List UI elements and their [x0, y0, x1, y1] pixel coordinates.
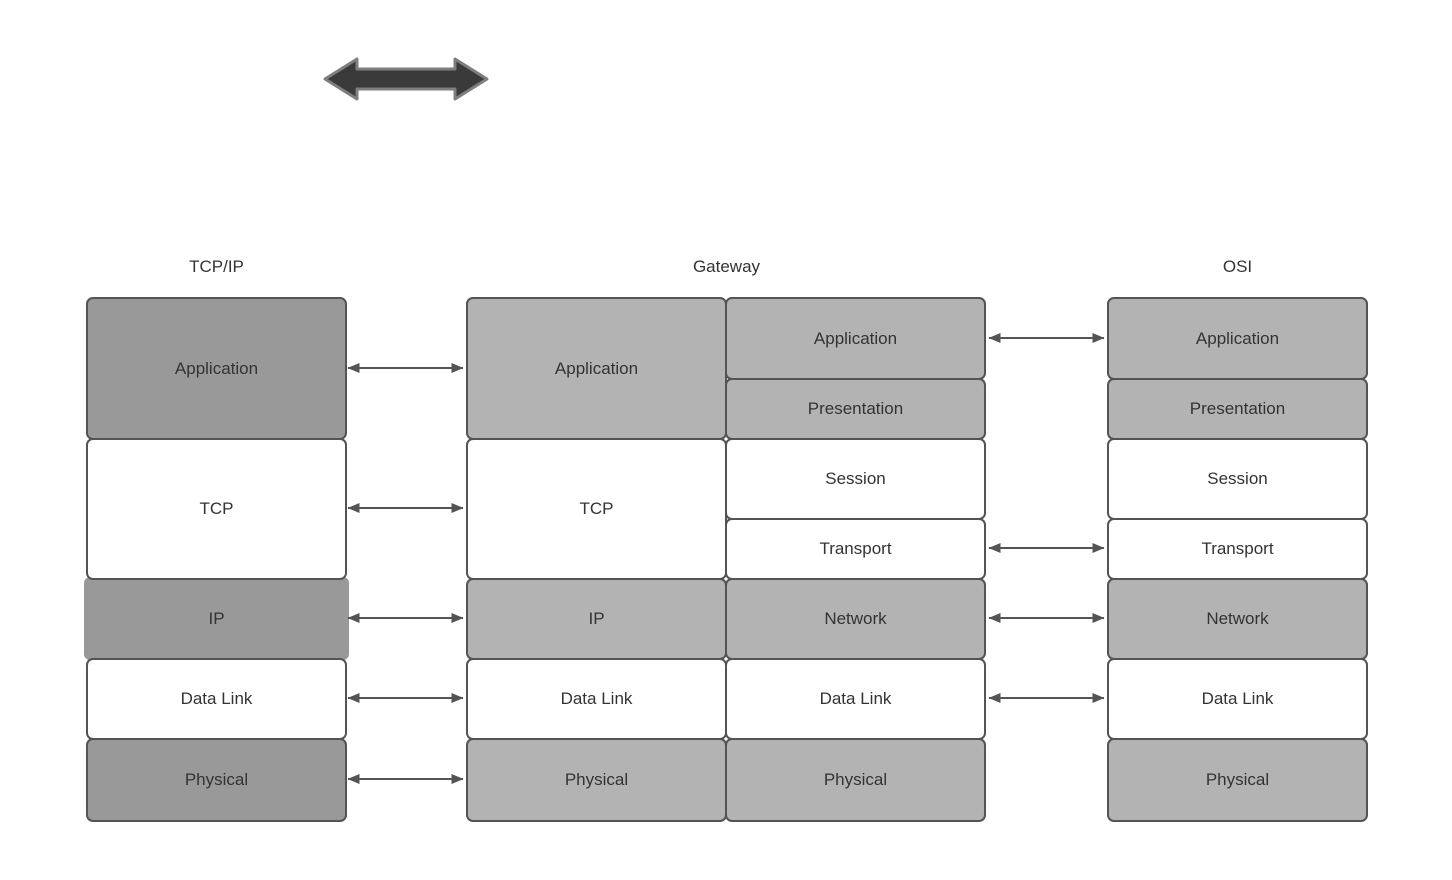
layer-tcpip-datalink: Data Link	[86, 658, 347, 740]
layer-osi-datalink: Data Link	[1107, 658, 1368, 740]
layer-osi-presentation: Presentation	[1107, 378, 1368, 440]
layer-gateway-left-physical: Physical	[466, 738, 727, 822]
layer-gateway-right-physical: Physical	[725, 738, 986, 822]
layer-gateway-right-transport: Transport	[725, 518, 986, 580]
double-headed-arrow-shape	[323, 57, 489, 101]
layer-tcpip-application: Application	[86, 297, 347, 440]
column-title-osi: OSI	[1222, 257, 1253, 276]
layer-gateway-left-datalink: Data Link	[466, 658, 727, 740]
double-headed-arrow-icon	[323, 57, 489, 101]
layer-tcpip-tcp: TCP	[86, 438, 347, 580]
layer-gateway-left-tcp: TCP	[466, 438, 727, 580]
layer-gateway-left-application: Application	[466, 297, 727, 440]
layer-gateway-right-session: Session	[725, 438, 986, 520]
column-title-tcpip: TCP/IP	[189, 257, 244, 276]
column-title-gateway: Gateway	[692, 257, 761, 276]
layer-osi-application: Application	[1107, 297, 1368, 380]
layer-osi-physical: Physical	[1107, 738, 1368, 822]
layer-tcpip-physical: Physical	[86, 738, 347, 822]
layer-osi-network: Network	[1107, 578, 1368, 660]
layer-osi-session: Session	[1107, 438, 1368, 520]
layer-gateway-right-presentation: Presentation	[725, 378, 986, 440]
layer-osi-transport: Transport	[1107, 518, 1368, 580]
layer-gateway-left-ip: IP	[466, 578, 727, 660]
layer-tcpip-ip: IP	[84, 577, 349, 660]
layer-gateway-right-network: Network	[725, 578, 986, 660]
layer-gateway-right-datalink: Data Link	[725, 658, 986, 740]
layer-gateway-right-application: Application	[725, 297, 986, 380]
